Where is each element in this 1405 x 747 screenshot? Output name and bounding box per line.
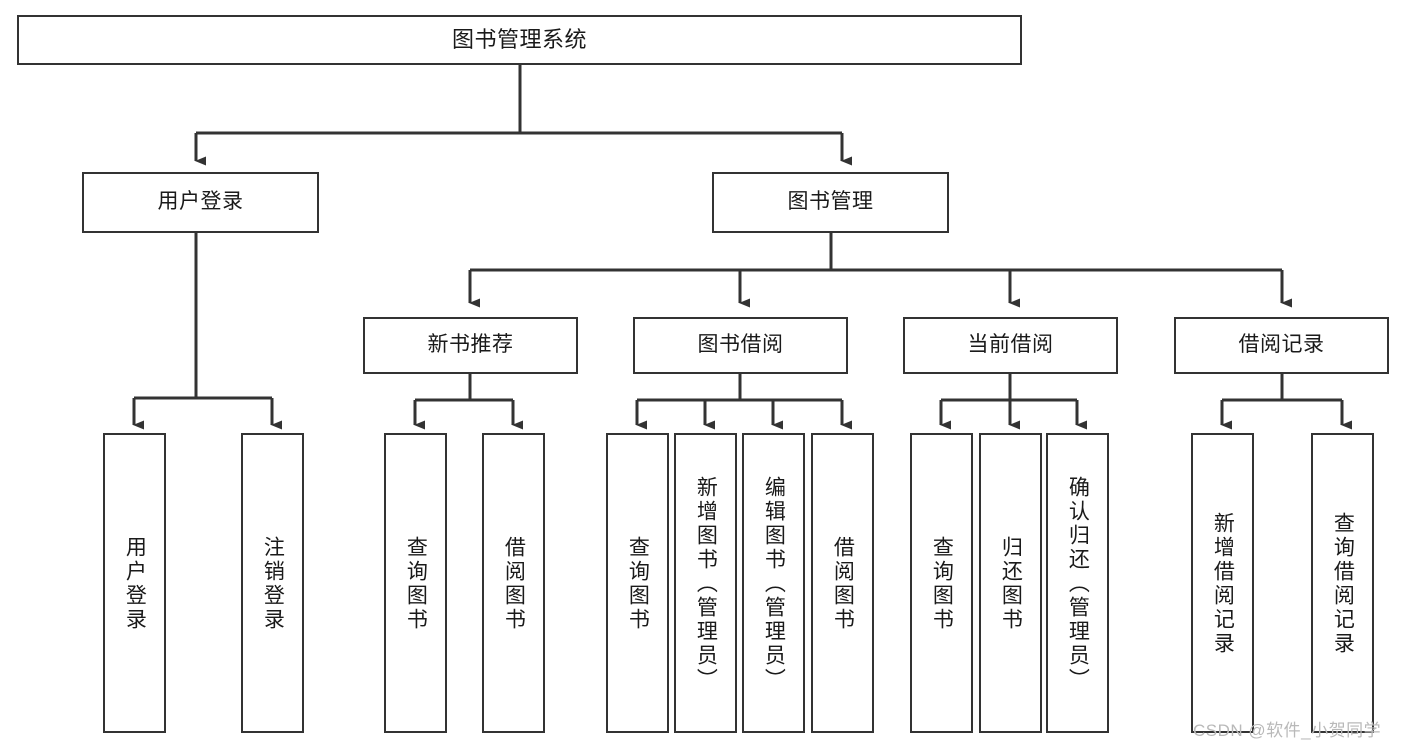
leaf-edit-book-admin[interactable]: 编辑图书（管理员） (742, 433, 805, 733)
leaf-query-books-recommendation[interactable]: 查询图书 (384, 433, 447, 733)
node-label: 图书管理 (787, 190, 874, 214)
node-label: 新增图书（管理员） (694, 476, 718, 692)
node-label: 确认归还（管理员） (1066, 476, 1090, 692)
leaf-add-borrowing-record[interactable]: 新增借阅记录 (1191, 433, 1254, 733)
node-label: 编辑图书（管理员） (762, 476, 786, 692)
node-user-login[interactable]: 用户登录 (82, 172, 319, 233)
node-label: 借阅记录 (1238, 333, 1325, 357)
node-root-book-management-system[interactable]: 图书管理系统 (17, 15, 1022, 65)
leaf-query-books-current[interactable]: 查询图书 (910, 433, 973, 733)
node-label: 图书借阅 (697, 333, 784, 357)
leaf-borrow-books-borrowing[interactable]: 借阅图书 (811, 433, 874, 733)
leaf-add-book-admin[interactable]: 新增图书（管理员） (674, 433, 737, 733)
node-label: 查询图书 (626, 536, 650, 632)
watermark-text: CSDN @软件_小贺同学 (1193, 721, 1382, 740)
node-label: 用户登录 (123, 536, 147, 632)
node-label: 用户登录 (157, 190, 244, 214)
leaf-logout[interactable]: 注销登录 (241, 433, 304, 733)
node-label: 查询图书 (404, 536, 428, 632)
leaf-query-borrowing-record[interactable]: 查询借阅记录 (1311, 433, 1374, 733)
node-label: 查询图书 (930, 536, 954, 632)
leaf-confirm-return-admin[interactable]: 确认归还（管理员） (1046, 433, 1109, 733)
node-label: 归还图书 (999, 536, 1023, 632)
node-borrowing-records[interactable]: 借阅记录 (1174, 317, 1389, 374)
leaf-borrow-books-recommendation[interactable]: 借阅图书 (482, 433, 545, 733)
node-label: 借阅图书 (831, 536, 855, 632)
node-label: 查询借阅记录 (1331, 512, 1355, 656)
node-current-borrowing[interactable]: 当前借阅 (903, 317, 1118, 374)
node-label: 当前借阅 (967, 333, 1054, 357)
node-label: 借阅图书 (502, 536, 526, 632)
node-label: 新书推荐 (427, 333, 514, 357)
leaf-user-login[interactable]: 用户登录 (103, 433, 166, 733)
node-label: 新增借阅记录 (1211, 512, 1235, 656)
leaf-return-books[interactable]: 归还图书 (979, 433, 1042, 733)
node-book-borrowing[interactable]: 图书借阅 (633, 317, 848, 374)
leaf-query-books-borrowing[interactable]: 查询图书 (606, 433, 669, 733)
node-new-book-recommendation[interactable]: 新书推荐 (363, 317, 578, 374)
node-book-management[interactable]: 图书管理 (712, 172, 949, 233)
node-label: 图书管理系统 (451, 27, 587, 53)
node-label: 注销登录 (261, 536, 285, 632)
